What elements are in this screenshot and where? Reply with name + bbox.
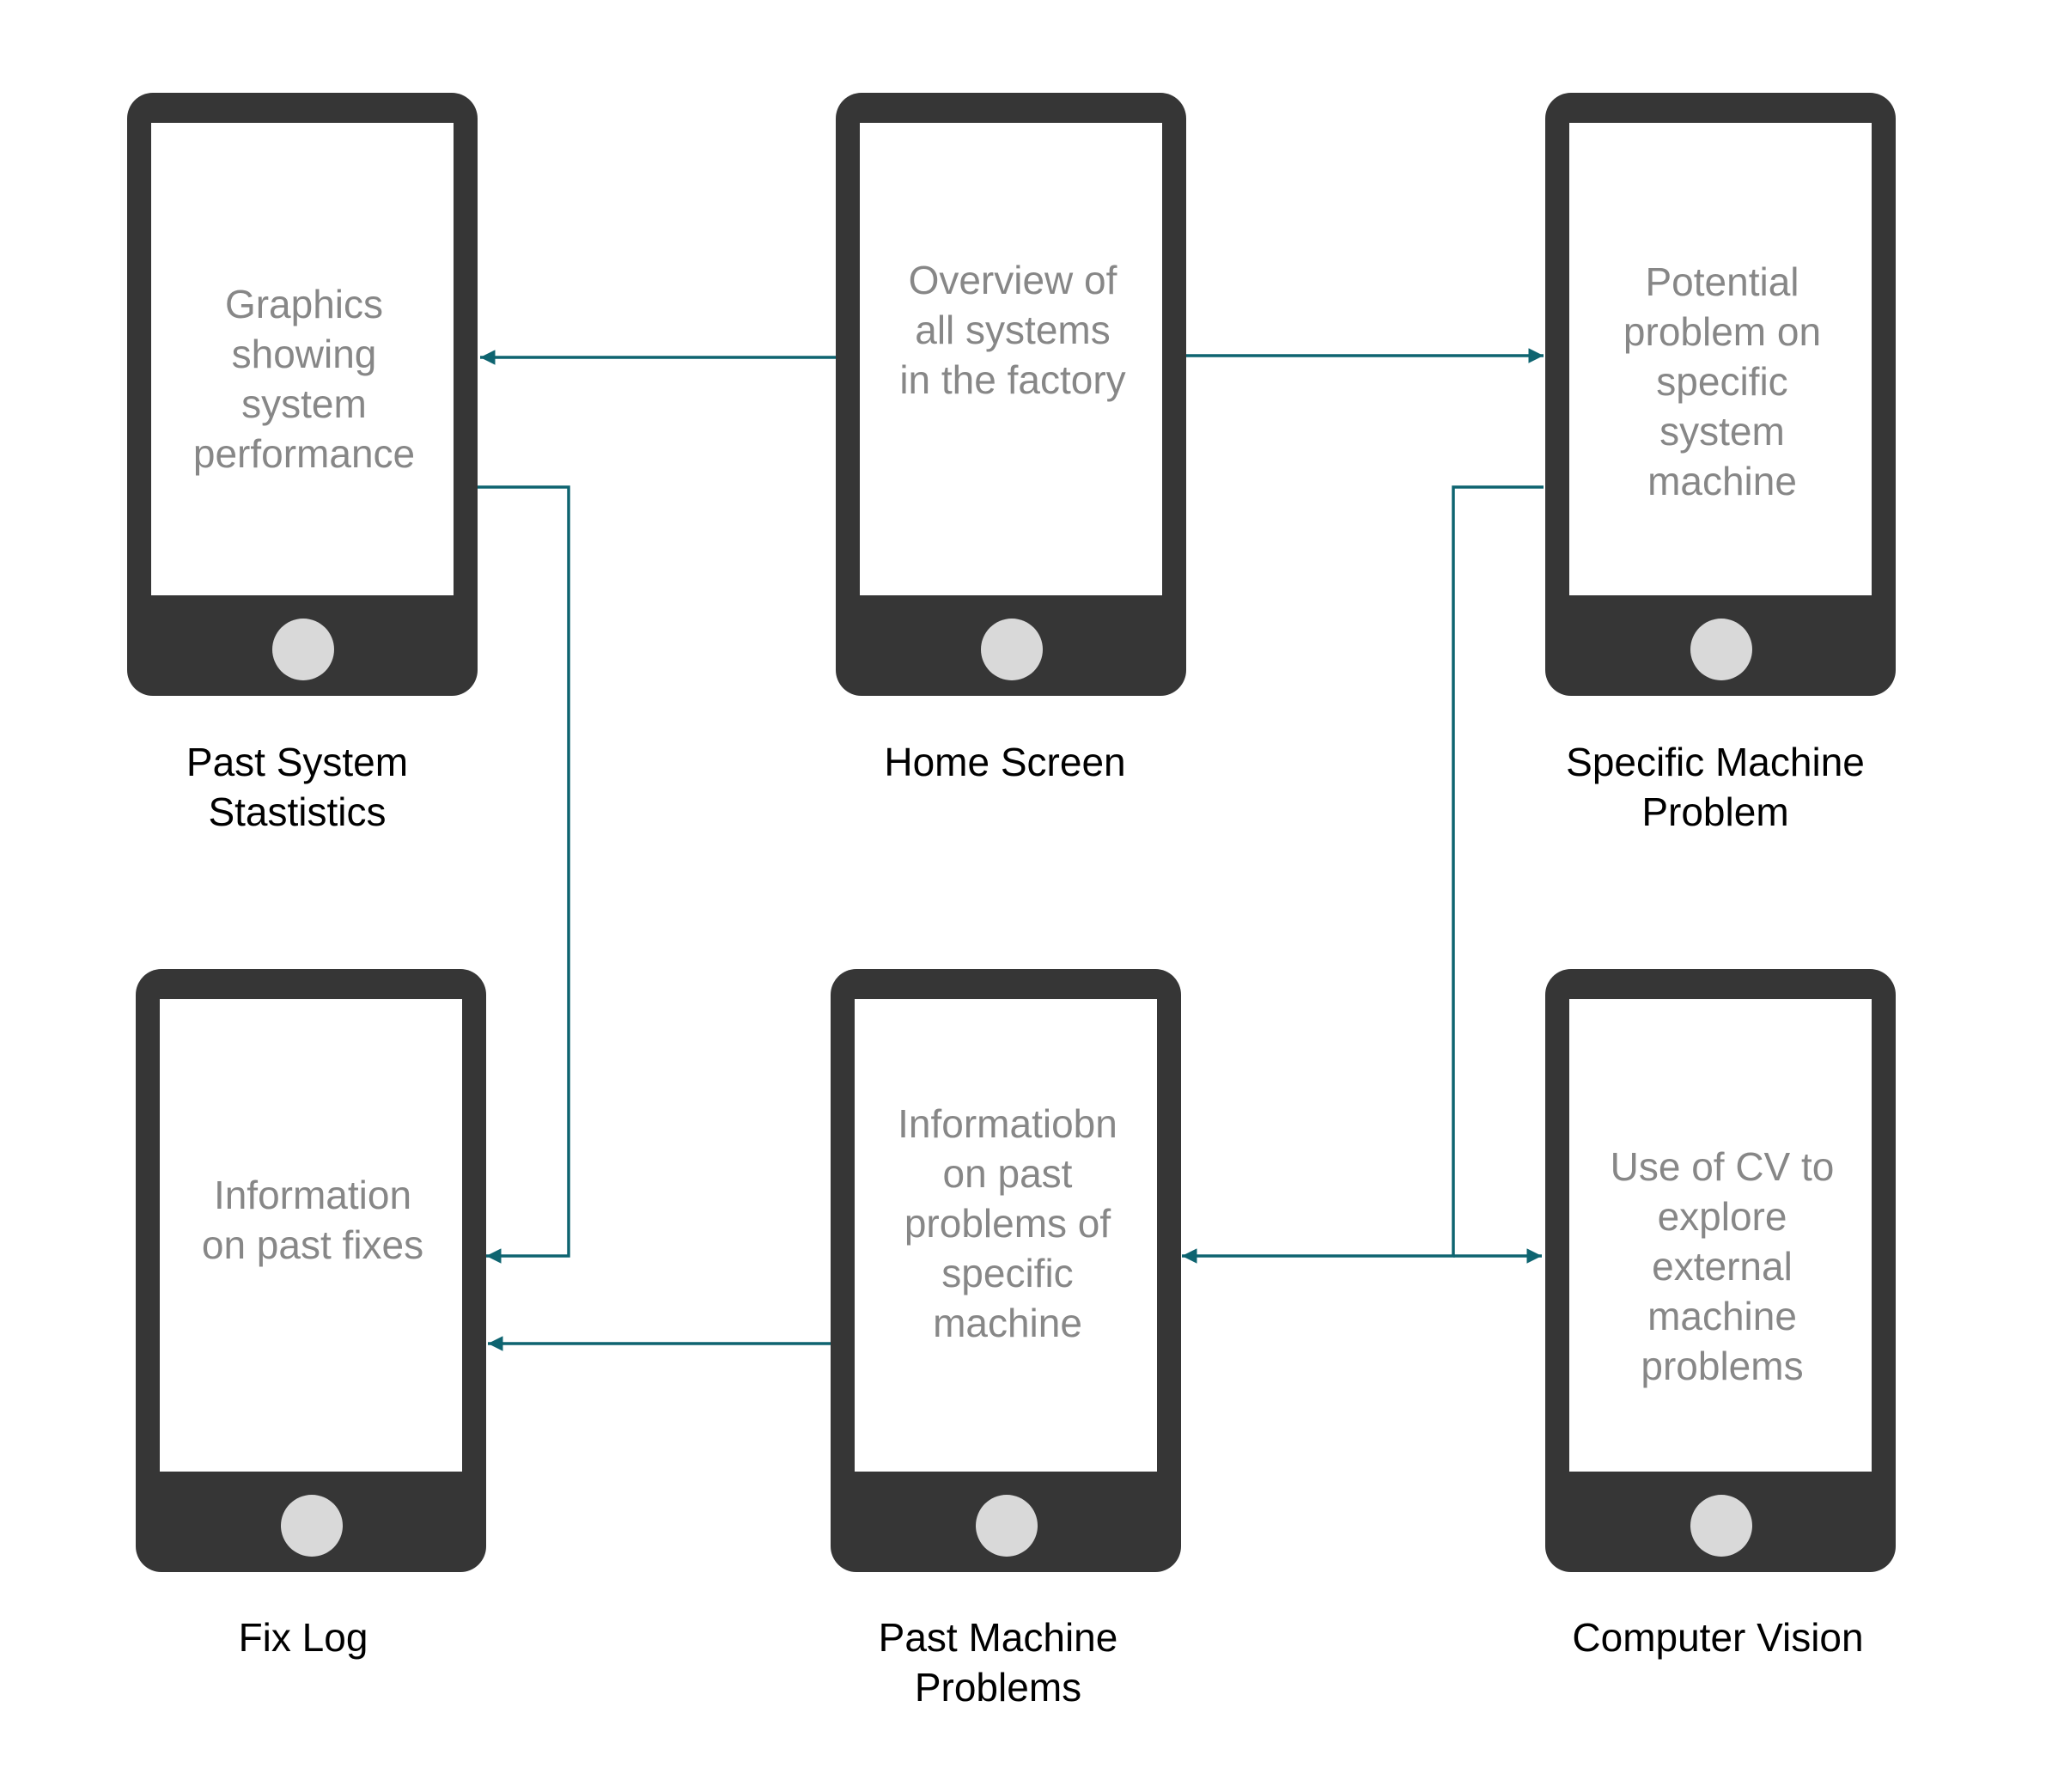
screen-description-line: Graphics [225,282,383,326]
screen-caption-line: Fix Log [239,1615,368,1660]
home-button-icon [981,619,1043,680]
screen-description-line: external [1652,1244,1793,1289]
phone-screen [1569,123,1872,595]
phone-screen [160,999,462,1472]
home-button-icon [272,619,334,680]
home-button-icon [1690,1495,1752,1557]
home-button-icon [1690,619,1752,680]
screen-description-line: explore [1658,1194,1787,1239]
phone-specific-machine-problem[interactable]: Potential problem on specific system machine… [1545,93,1896,834]
screen-description-line: all systems [915,308,1110,352]
phone-screen [151,123,454,595]
screen-caption-line: Specific Machine [1566,740,1865,784]
screen-description-line: Potential [1645,259,1799,304]
phone-home-screen[interactable]: Overview of all systems in the factoryHome… [836,93,1186,784]
screen-description-line: machine [1647,1294,1797,1338]
screen-description-line: machine [933,1301,1082,1345]
home-button-icon [976,1495,1038,1557]
screen-description-line: on past fixes [202,1222,423,1267]
screen-description-line: system [1659,409,1785,454]
screen-description-line: Informatiobn [898,1101,1117,1146]
phone-computer-vision[interactable]: Use of CV to explore external machine proble… [1545,969,1896,1660]
screen-description-line: specific [941,1251,1073,1295]
screen-description-line: Information [214,1173,411,1217]
screen-caption-line: Computer Vision [1572,1615,1863,1660]
screen-description-line: problems [1641,1344,1803,1388]
connectors-layer [478,348,1544,1351]
home-button-icon [281,1495,343,1557]
screen-description-line: machine [1647,459,1797,503]
phone-past-machine-problems[interactable]: Informatiobn on past problems of specific ma… [831,969,1181,1710]
screen-description-line: Overview of [909,258,1117,302]
screen-description-line: problems of [904,1201,1111,1246]
screen-caption-line: Home Screen [884,740,1125,784]
screen-description-line: system [241,381,367,426]
screen-description-line: specific [1656,359,1787,404]
screen-description-line: performance [193,431,415,476]
phones-layer: Overview of all systems in the factoryHome… [127,93,1896,1710]
phone-screen [1569,999,1872,1472]
phone-screen [855,999,1157,1472]
screen-description-line: showing [232,332,377,376]
screen-description-line: problem on [1623,309,1821,354]
screen-description-line: Use of CV to [1611,1144,1835,1189]
screen-caption-line: Past Machine [879,1615,1118,1660]
connector-specific-machine-problem-to-past-machine-problems [1182,485,1544,1264]
screen-caption-line: Problem [1641,789,1788,834]
screen-description-line: in the factory [899,357,1125,402]
screen-caption-line: Stastistics [208,789,386,834]
screen-caption-line: Problems [915,1665,1081,1710]
phone-screen [860,123,1162,595]
screen-caption-line: Past System [186,740,408,784]
connector-past-system-statistics-to-fix-log [478,485,570,1264]
screen-description-line: on past [943,1151,1073,1196]
